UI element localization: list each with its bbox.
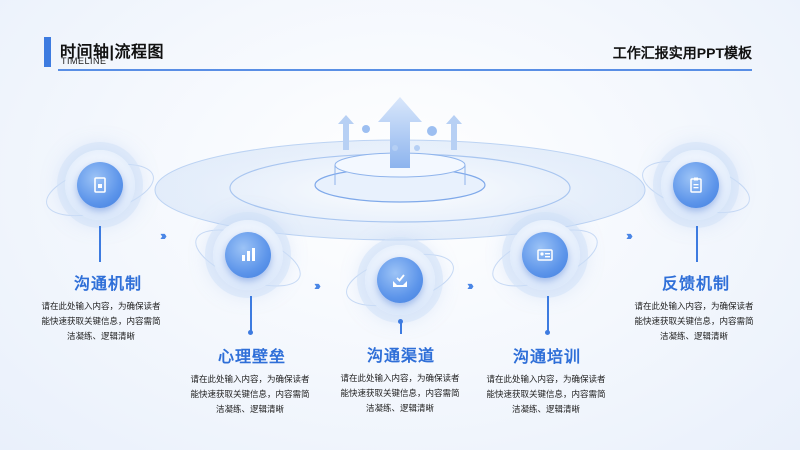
header-divider: [58, 69, 752, 71]
step-title-4: 沟通培训: [512, 349, 581, 366]
page-subtitle: TIMELINE: [61, 56, 107, 66]
step-dot-4: [545, 330, 550, 335]
step-dot-2: [248, 330, 253, 335]
chevron-right-icon: ›››: [160, 228, 167, 243]
chevron-right-icon: ›››: [467, 278, 474, 293]
step-desc-5: 请在此处输入内容，为确保读者能快速获取关键信息，内容需简洁凝练、逻辑清晰: [634, 302, 754, 342]
step-node-5: [661, 150, 731, 220]
up-arrow-icon: [378, 97, 422, 168]
clipboard-icon: [673, 162, 719, 208]
bubble: [414, 145, 420, 151]
step-node-1: [65, 150, 135, 220]
bubble: [362, 125, 370, 133]
bubble: [427, 126, 437, 136]
step-desc-1: 请在此处输入内容，为确保读者能快速获取关键信息，内容需简洁凝练、逻辑清晰: [41, 302, 161, 342]
step-node-2: [213, 220, 283, 290]
step-node-3: [365, 245, 435, 315]
chevron-right-icon: ›››: [314, 278, 321, 293]
page-title: 时间轴|流程图: [60, 44, 164, 61]
step-connector-2: [250, 296, 252, 332]
step-connector-3: [400, 320, 402, 334]
check-tray-icon: [377, 257, 423, 303]
bar-chart-icon: [225, 232, 271, 278]
document-icon: [77, 162, 123, 208]
header-accent-bar: [44, 37, 51, 67]
step-title-2: 心理壁垒: [217, 349, 286, 366]
step-desc-3: 请在此处输入内容，为确保读者能快速获取关键信息，内容需简洁凝练、逻辑清晰: [340, 374, 460, 414]
step-connector-1: [99, 226, 101, 262]
step-title-1: 沟通机制: [73, 276, 142, 293]
step-connector-4: [547, 296, 549, 332]
step-desc-4: 请在此处输入内容，为确保读者能快速获取关键信息，内容需简洁凝练、逻辑清晰: [486, 375, 606, 415]
step-title-3: 沟通渠道: [366, 348, 435, 365]
header-right-title: 工作汇报实用PPT模板: [612, 45, 752, 61]
small-arrow-right-icon: [446, 115, 462, 150]
step-dot-3: [398, 319, 403, 324]
id-card-icon: [522, 232, 568, 278]
step-desc-2: 请在此处输入内容，为确保读者能快速获取关键信息，内容需简洁凝练、逻辑清晰: [190, 375, 310, 415]
bubble: [392, 145, 398, 151]
step-title-5: 反馈机制: [661, 276, 730, 293]
step-node-4: [510, 220, 580, 290]
small-arrow-left-icon: [338, 115, 354, 150]
step-connector-5: [696, 226, 698, 262]
chevron-right-icon: ›››: [626, 228, 633, 243]
